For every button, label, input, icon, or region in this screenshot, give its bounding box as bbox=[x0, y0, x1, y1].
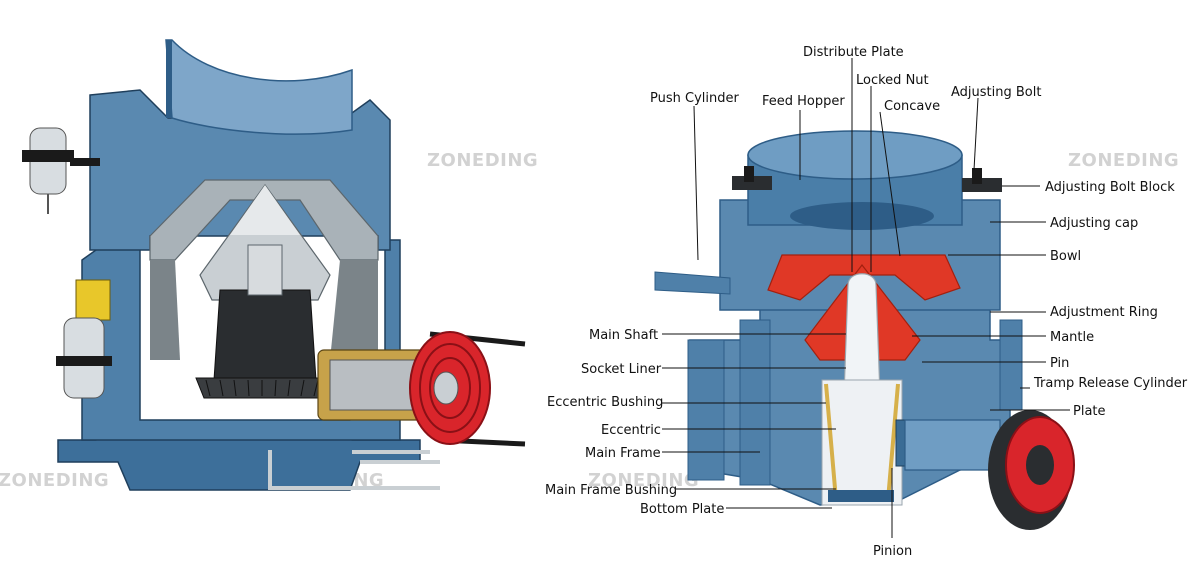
left-cutaway-illustration bbox=[22, 39, 526, 491]
label-feed-hopper: Feed Hopper bbox=[762, 94, 845, 109]
label-adjustment-ring: Adjustment Ring bbox=[1050, 305, 1158, 320]
leader-lines bbox=[662, 58, 1070, 538]
left-hopper bbox=[165, 39, 353, 135]
label-pin: Pin bbox=[1050, 356, 1069, 371]
watermark-text: ZONEDING bbox=[1068, 150, 1179, 171]
label-bottom-plate: Bottom Plate bbox=[640, 502, 724, 517]
label-tramp-release-cylinder: Tramp Release Cylinder bbox=[1033, 376, 1188, 391]
part-labels: Distribute Plate Locked Nut Push Cylinde… bbox=[545, 45, 1188, 559]
watermark-text: ZONEDING bbox=[588, 470, 699, 491]
label-eccentric: Eccentric bbox=[601, 423, 661, 438]
label-mantle: Mantle bbox=[1050, 330, 1094, 345]
left-accumulator-top bbox=[22, 127, 100, 214]
label-socket-liner: Socket Liner bbox=[581, 362, 662, 377]
label-concave: Concave bbox=[884, 99, 940, 114]
label-bowl: Bowl bbox=[1050, 249, 1081, 264]
label-adjusting-cap: Adjusting cap bbox=[1050, 216, 1138, 231]
left-pulley bbox=[409, 331, 491, 445]
label-main-shaft: Main Shaft bbox=[589, 328, 658, 343]
label-pinion: Pinion bbox=[873, 544, 912, 559]
label-adjusting-bolt: Adjusting Bolt bbox=[951, 85, 1041, 100]
concave-shape bbox=[767, 254, 961, 301]
label-eccentric-bushing: Eccentric Bushing bbox=[547, 395, 663, 410]
main-shaft-shape bbox=[843, 273, 881, 396]
right-crusher-diagram bbox=[654, 130, 1075, 530]
label-push-cylinder: Push Cylinder bbox=[650, 91, 739, 106]
label-adjusting-bolt-block: Adjusting Bolt Block bbox=[1045, 180, 1175, 195]
pulley-shape bbox=[988, 410, 1075, 530]
watermark-text: ZONEDING bbox=[427, 150, 538, 171]
left-tramp-cylinder bbox=[56, 279, 112, 399]
label-locked-nut: Locked Nut bbox=[856, 73, 929, 88]
label-main-frame: Main Frame bbox=[585, 446, 661, 461]
countershaft-housing bbox=[904, 419, 1001, 471]
label-main-frame-bushing: Main Frame Bushing bbox=[545, 483, 677, 498]
label-plate: Plate bbox=[1073, 404, 1106, 419]
left-eccentric bbox=[213, 289, 317, 381]
label-distribute-plate: Distribute Plate bbox=[803, 45, 904, 60]
watermark-text: ZONEDING bbox=[0, 470, 109, 491]
